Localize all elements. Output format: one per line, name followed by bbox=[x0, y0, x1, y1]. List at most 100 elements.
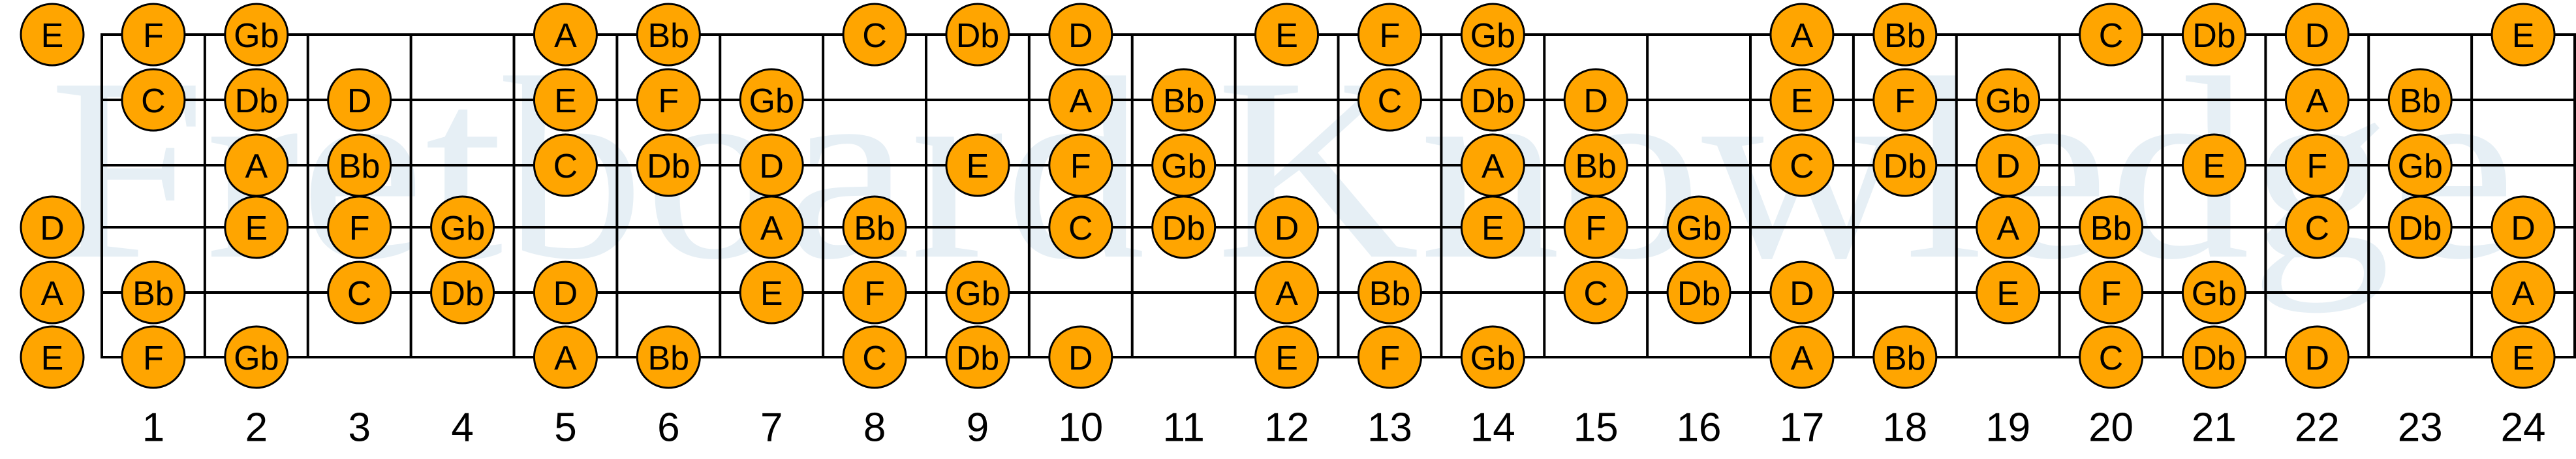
note-marker: Db bbox=[945, 3, 1010, 67]
note-label: D bbox=[1068, 340, 1093, 377]
note-label: D bbox=[347, 82, 372, 120]
note-circle bbox=[2181, 3, 2246, 67]
note-marker: A bbox=[1976, 195, 2041, 259]
note-marker: Bb bbox=[1563, 133, 1628, 197]
note-circle bbox=[20, 325, 85, 389]
note-marker: F bbox=[121, 3, 186, 67]
note-circle bbox=[20, 3, 85, 67]
note-label: F bbox=[349, 210, 370, 247]
fret-number: 21 bbox=[2192, 405, 2237, 451]
note-marker: Db bbox=[1666, 261, 1731, 324]
note-marker: A bbox=[20, 261, 85, 324]
note-label: Db bbox=[1677, 275, 1720, 313]
note-marker: F bbox=[2079, 261, 2144, 324]
note-label: Bb bbox=[1163, 82, 1205, 120]
fretboard-grid bbox=[101, 33, 2576, 358]
note-marker: F bbox=[1357, 325, 1422, 389]
note-circle bbox=[636, 3, 701, 67]
note-label: Gb bbox=[955, 275, 1000, 313]
note-marker: C bbox=[1048, 195, 1113, 259]
note-label: Db bbox=[441, 275, 484, 313]
fret-number: 6 bbox=[657, 405, 679, 451]
note-label: F bbox=[2306, 148, 2327, 185]
note-marker: E bbox=[1254, 325, 1320, 389]
note-marker: Bb bbox=[1872, 325, 1938, 389]
note-marker: D bbox=[533, 261, 598, 324]
note-label: D bbox=[1583, 82, 1608, 120]
note-circle bbox=[1254, 3, 1320, 67]
note-circle bbox=[1357, 3, 1422, 67]
note-marker: A bbox=[533, 3, 598, 67]
fret-number: 23 bbox=[2398, 405, 2443, 451]
note-circle bbox=[2387, 68, 2453, 132]
note-label: Bb bbox=[648, 340, 690, 377]
note-label: E bbox=[41, 17, 64, 55]
note-circle bbox=[1976, 68, 2041, 132]
note-marker: Gb bbox=[1460, 3, 1525, 67]
note-label: Gb bbox=[2398, 148, 2443, 185]
note-circle bbox=[533, 68, 598, 132]
note-label: A bbox=[1275, 275, 1298, 313]
note-label: C bbox=[862, 17, 887, 55]
note-marker: A bbox=[1460, 133, 1525, 197]
note-label: Db bbox=[956, 17, 999, 55]
note-circle bbox=[739, 68, 804, 132]
note-label: E bbox=[41, 340, 64, 377]
note-marker: C bbox=[1563, 261, 1628, 324]
note-label: C bbox=[2099, 340, 2124, 377]
note-marker: Gb bbox=[2181, 261, 2246, 324]
note-label: Gb bbox=[1470, 17, 1515, 55]
note-marker: A bbox=[739, 195, 804, 259]
note-marker: D bbox=[1048, 325, 1113, 389]
note-marker: D bbox=[327, 68, 392, 132]
note-circle bbox=[1769, 3, 1835, 67]
note-label: Bb bbox=[339, 148, 380, 185]
note-marker: F bbox=[121, 325, 186, 389]
note-label: D bbox=[553, 275, 578, 313]
note-circle bbox=[2181, 261, 2246, 324]
note-circle bbox=[327, 261, 392, 324]
note-marker: Db bbox=[1151, 195, 1217, 259]
note-marker: Db bbox=[1872, 133, 1938, 197]
note-marker: D bbox=[20, 195, 85, 259]
note-marker: E bbox=[224, 195, 289, 259]
note-marker: Bb bbox=[1357, 261, 1422, 324]
note-label: A bbox=[245, 148, 268, 185]
note-label: E bbox=[1275, 17, 1298, 55]
note-label: F bbox=[1585, 210, 1606, 247]
fret-number: 1 bbox=[142, 405, 164, 451]
note-circle bbox=[2491, 325, 2556, 389]
note-circle bbox=[430, 195, 495, 259]
note-label: C bbox=[347, 275, 372, 313]
note-circle bbox=[1872, 68, 1938, 132]
note-marker: A bbox=[2284, 68, 2350, 132]
note-label: E bbox=[1482, 210, 1504, 247]
note-label: Bb bbox=[854, 210, 895, 247]
note-circle bbox=[1976, 261, 2041, 324]
note-marker: Db bbox=[1460, 68, 1525, 132]
note-label: Gb bbox=[1470, 340, 1515, 377]
note-circle bbox=[1769, 68, 1835, 132]
note-circle bbox=[224, 3, 289, 67]
note-label: F bbox=[143, 17, 164, 55]
note-label: Bb bbox=[648, 17, 690, 55]
note-label: Bb bbox=[2399, 82, 2441, 120]
note-marker: Gb bbox=[945, 261, 1010, 324]
note-label: Db bbox=[1471, 82, 1514, 120]
note-marker: F bbox=[1872, 68, 1938, 132]
note-marker: A bbox=[1769, 3, 1835, 67]
note-label: D bbox=[1790, 275, 1814, 313]
note-circle bbox=[2079, 195, 2144, 259]
note-marker: C bbox=[121, 68, 186, 132]
note-circle bbox=[2181, 133, 2246, 197]
note-marker: Gb bbox=[224, 3, 289, 67]
note-label: Bb bbox=[1575, 148, 1617, 185]
note-label: D bbox=[2511, 210, 2536, 247]
note-marker: Db bbox=[2181, 3, 2246, 67]
note-circle bbox=[533, 3, 598, 67]
note-label: A bbox=[1069, 82, 1092, 120]
note-label: Bb bbox=[1884, 340, 1926, 377]
note-marker: Gb bbox=[2387, 133, 2453, 197]
note-marker: E bbox=[2181, 133, 2246, 197]
